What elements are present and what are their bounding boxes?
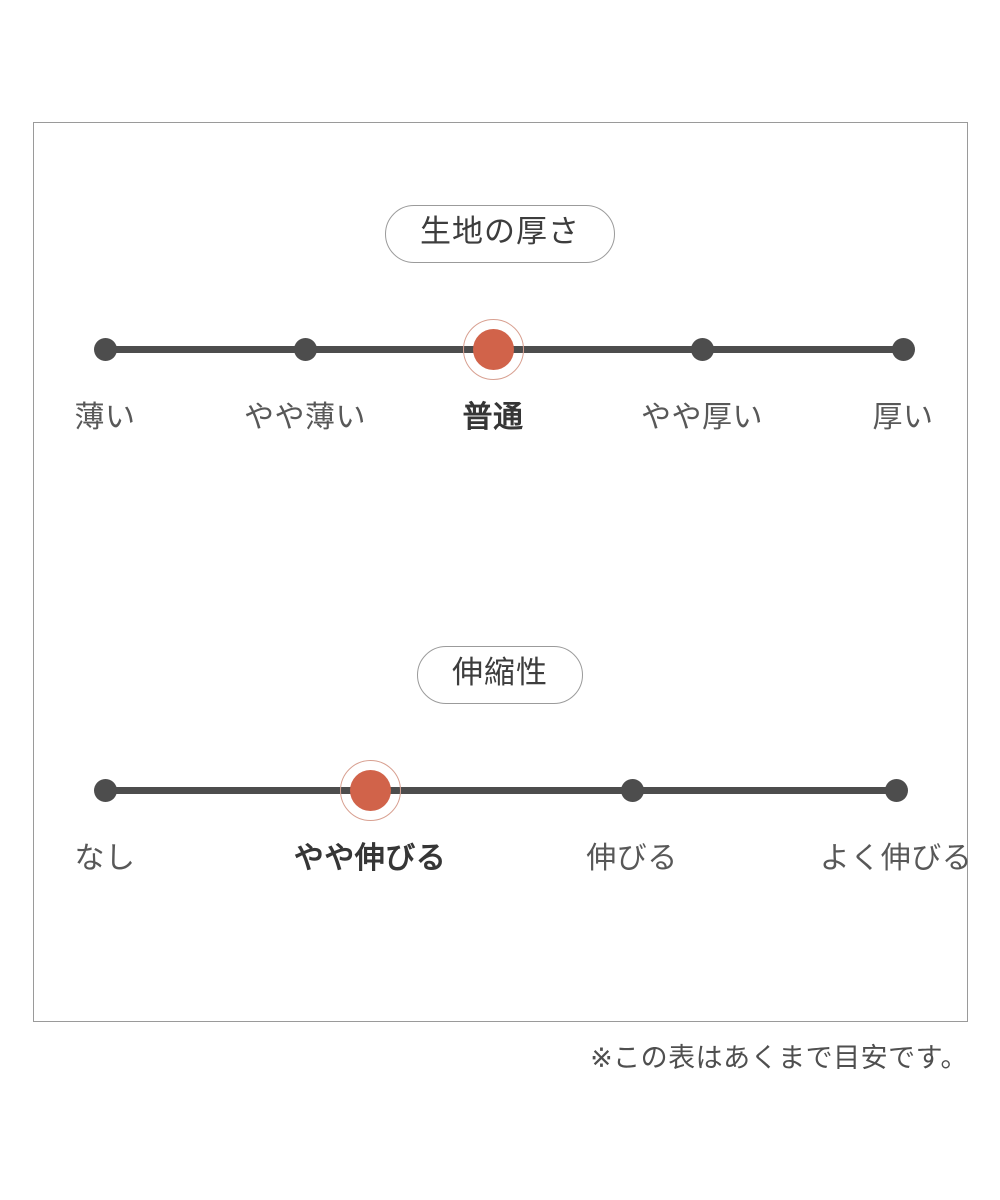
section-heading-fabric-thickness: 生地の厚さ: [385, 205, 615, 263]
section-stretchiness: 伸縮性 なし やや伸びる 伸びる よく伸びる: [0, 646, 1000, 884]
slider-labels-stretchiness: なし やや伸びる 伸びる よく伸びる: [0, 838, 1000, 884]
slider-label: やや伸びる: [293, 840, 447, 876]
slider-dot[interactable]: [884, 778, 908, 802]
slider-dot-selected[interactable]: [349, 769, 391, 811]
footnote-disclaimer: ※この表はあくまで目安です。: [590, 1043, 968, 1074]
selected-dot-ring: [462, 318, 524, 380]
slider-label: 厚い: [872, 399, 934, 435]
slider-label: よく伸びる: [819, 840, 973, 876]
heading-row: 伸縮性: [0, 646, 1000, 704]
slider-dot[interactable]: [620, 778, 644, 802]
slider-dot[interactable]: [891, 337, 915, 361]
section-heading-stretchiness: 伸縮性: [417, 646, 583, 704]
slider-label: 薄い: [74, 399, 136, 435]
slider-label: やや厚い: [641, 399, 763, 435]
slider-dot[interactable]: [93, 337, 117, 361]
slider-label: 伸びる: [586, 840, 678, 876]
selected-dot-ring: [339, 759, 401, 821]
slider-stretchiness[interactable]: [0, 759, 1000, 821]
slider-label: なし: [74, 840, 136, 876]
slider-label: やや薄い: [244, 399, 366, 435]
chart-frame: [33, 122, 968, 1022]
slider-dot[interactable]: [93, 778, 117, 802]
slider-labels-fabric-thickness: 薄い やや薄い 普通 やや厚い 厚い: [0, 397, 1000, 443]
slider-dot[interactable]: [690, 337, 714, 361]
slider-track: [105, 786, 896, 794]
slider-dot[interactable]: [293, 337, 317, 361]
slider-label: 普通: [462, 399, 524, 435]
slider-dot-selected[interactable]: [472, 328, 514, 370]
slider-fabric-thickness[interactable]: [0, 318, 1000, 380]
section-fabric-thickness: 生地の厚さ 薄い やや薄い 普通 やや厚い 厚い: [0, 205, 1000, 443]
heading-row: 生地の厚さ: [0, 205, 1000, 263]
